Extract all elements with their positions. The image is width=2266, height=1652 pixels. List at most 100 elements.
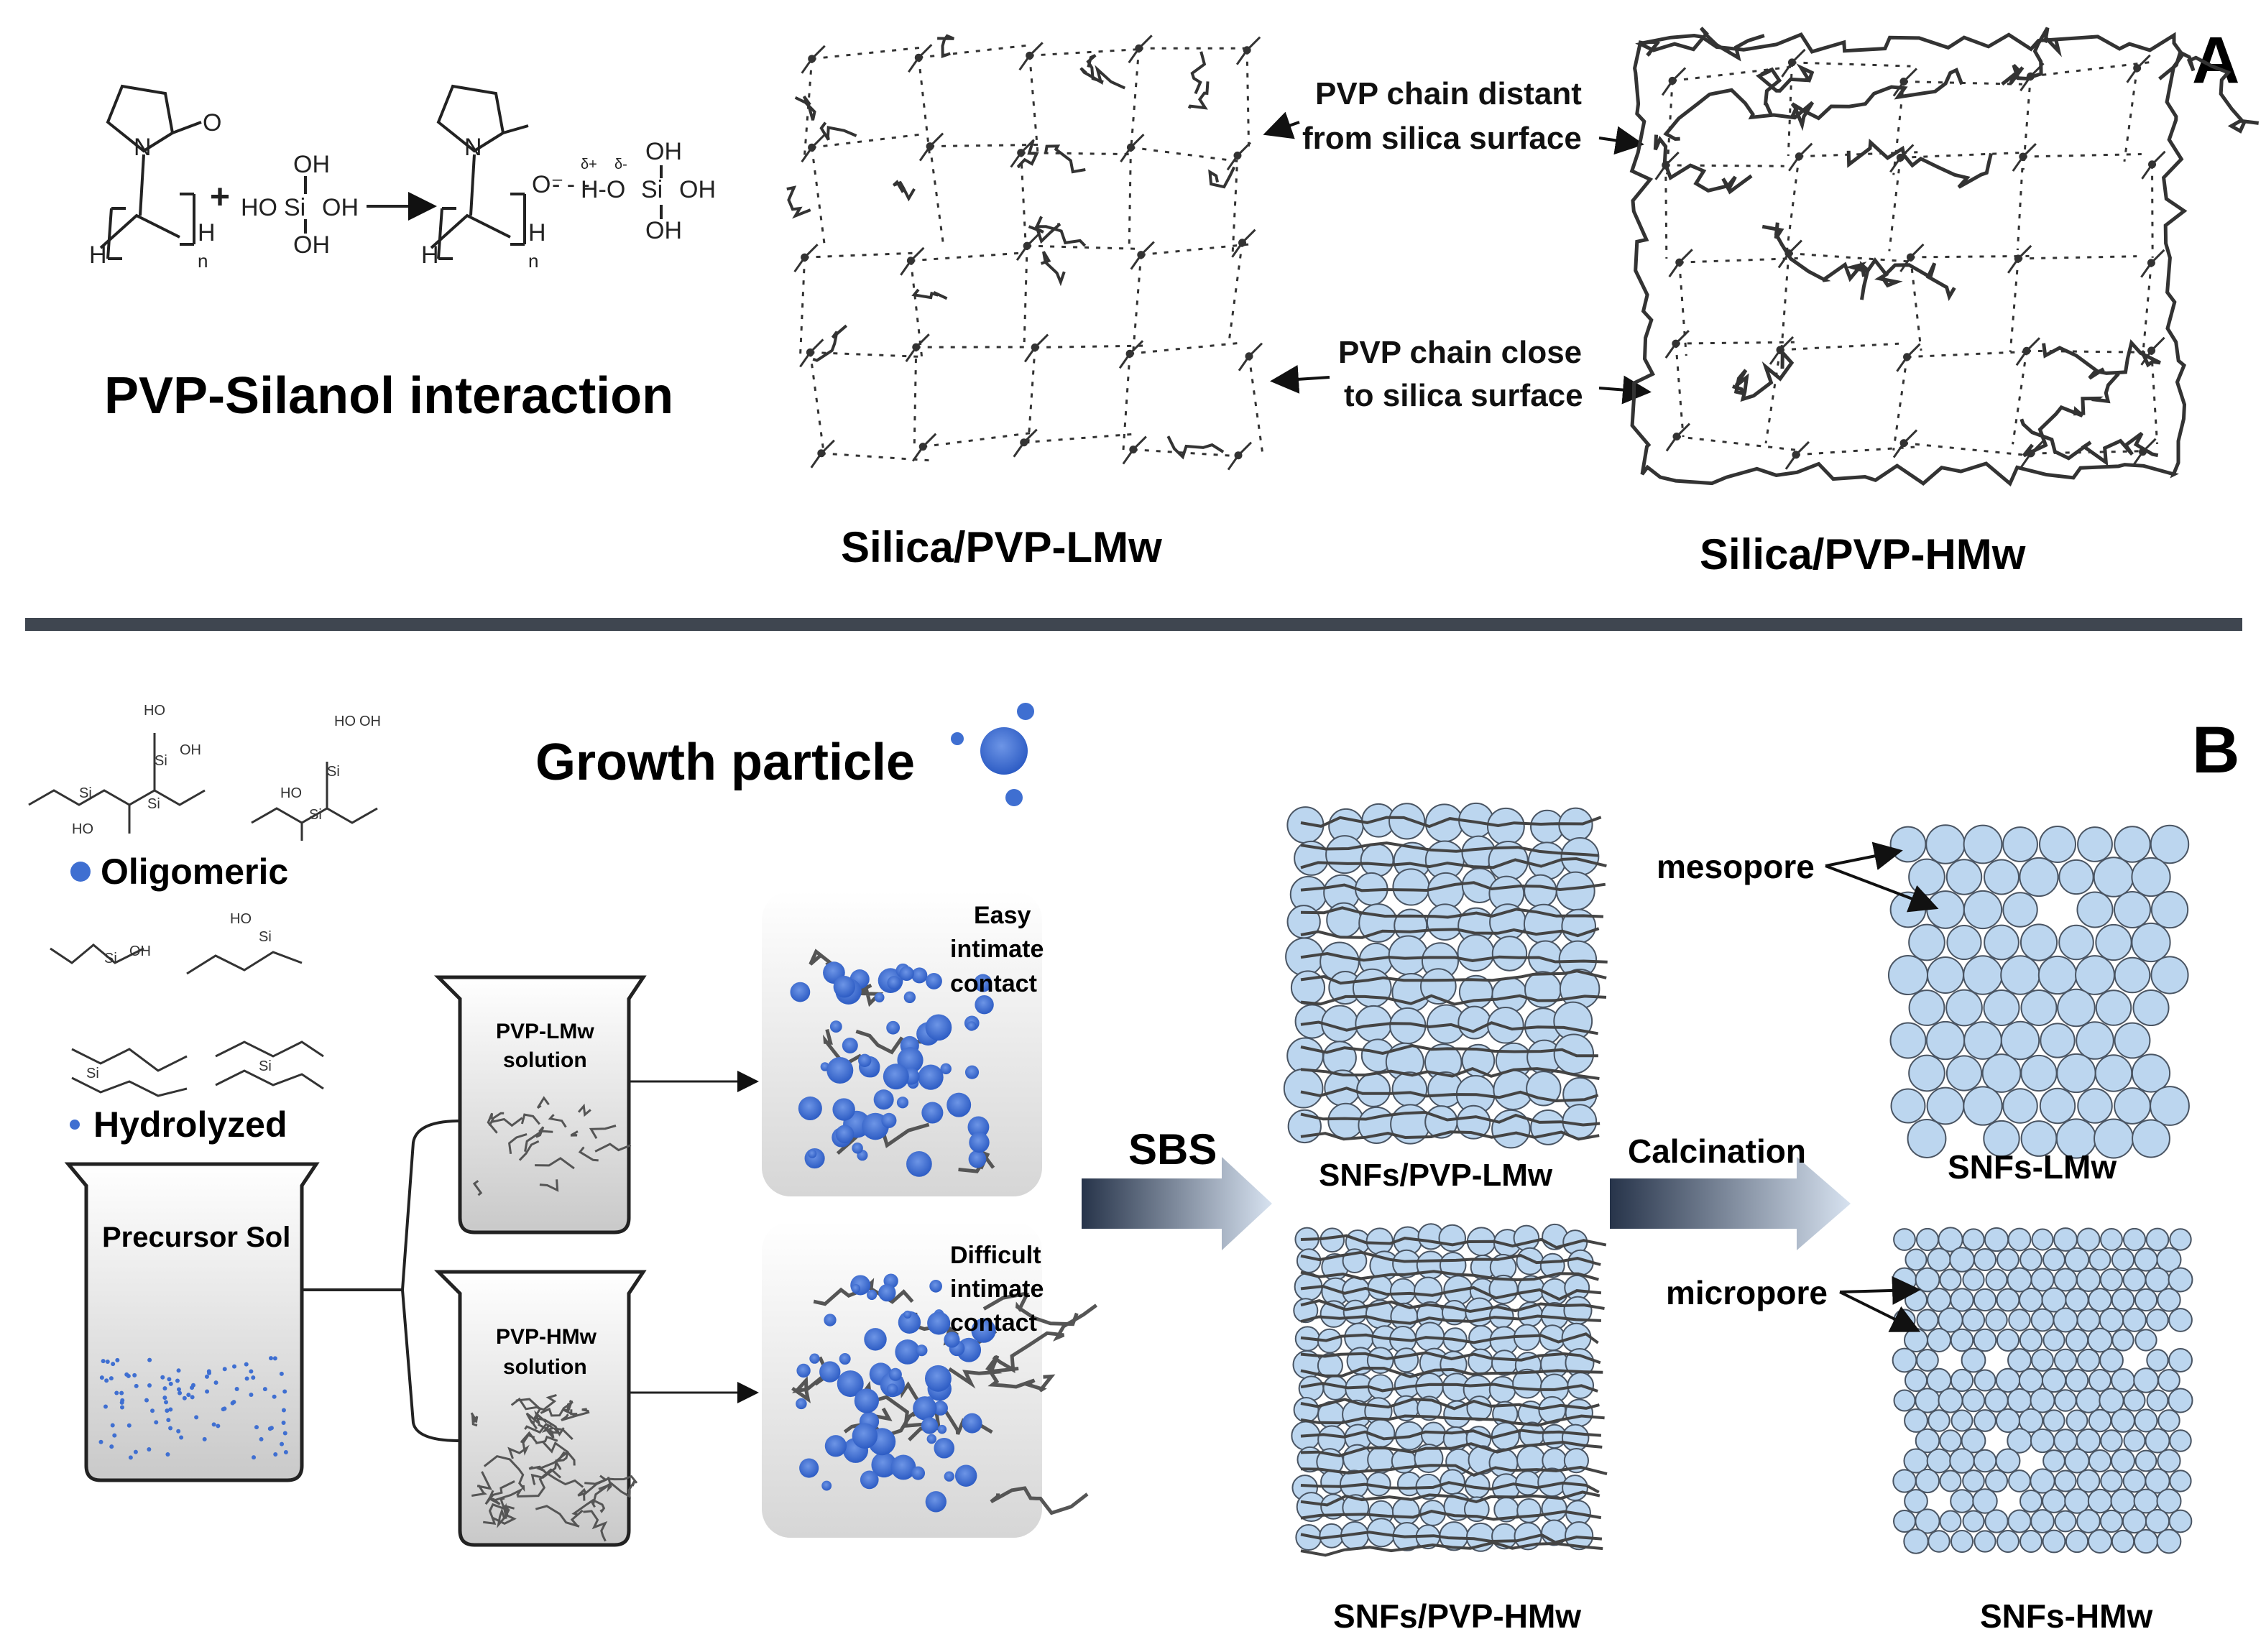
growth-particle bbox=[858, 1054, 871, 1067]
growth-particle bbox=[886, 1021, 900, 1035]
precursor-particle bbox=[115, 1358, 119, 1362]
label-si-5: Si bbox=[309, 807, 322, 823]
hydroxyl-bond bbox=[1141, 242, 1154, 255]
silica-nanofiber bbox=[1297, 1249, 1321, 1273]
calcined-silica-particle bbox=[1984, 926, 2019, 960]
pvp-chain bbox=[796, 96, 815, 120]
hydroxyl-bond bbox=[1130, 341, 1143, 354]
siloxane-bond bbox=[1666, 165, 1667, 259]
calcined-silica-particle bbox=[2132, 1120, 2170, 1158]
precursor-particle bbox=[104, 1378, 109, 1383]
snfs-hmw-label: SNFs-HMw bbox=[1980, 1597, 2152, 1635]
calcined-silica-particle bbox=[1974, 1249, 1996, 1270]
growth-particle bbox=[975, 995, 993, 1014]
hmw-solution-line2: solution bbox=[503, 1355, 587, 1379]
growth-particle bbox=[969, 1150, 987, 1168]
precursor-particle bbox=[165, 1452, 170, 1457]
precursor-particle bbox=[154, 1420, 158, 1424]
complex-oh-bottom: OH bbox=[645, 217, 682, 244]
h-o-group: H-O bbox=[581, 176, 625, 203]
siloxane-bond bbox=[1782, 254, 1789, 347]
calcined-silica-particle bbox=[2077, 892, 2112, 927]
siloxane-bond bbox=[918, 57, 929, 154]
hydroxyl-bond bbox=[923, 434, 936, 447]
snfs-pvp-lmw-mat bbox=[1284, 803, 1608, 1148]
precursor-particle bbox=[231, 1400, 236, 1404]
calcined-silica-particle bbox=[2124, 1269, 2146, 1291]
calcined-silica-particle bbox=[2134, 1368, 2158, 1393]
calcined-silica-particle bbox=[2101, 1470, 2122, 1491]
growth-particle bbox=[918, 1065, 943, 1090]
growth-particle bbox=[897, 1097, 908, 1108]
precursor-particle bbox=[282, 1390, 287, 1394]
label-si-4: Si bbox=[327, 764, 340, 780]
precursor-particle bbox=[162, 1395, 167, 1400]
calcined-silica-particle bbox=[1891, 1023, 1926, 1058]
precursor-particle bbox=[134, 1450, 138, 1454]
precursor-particle bbox=[166, 1418, 170, 1422]
growth-particle bbox=[921, 1102, 943, 1123]
calcined-silica-particle bbox=[2067, 1411, 2088, 1431]
siloxane-bond bbox=[1789, 254, 1907, 262]
calcined-silica-particle bbox=[1940, 1471, 1961, 1492]
growth-particle bbox=[867, 1290, 877, 1300]
silica-nanofiber bbox=[1389, 803, 1424, 839]
precursor-particle bbox=[165, 1408, 169, 1413]
growth-particle bbox=[965, 1066, 979, 1079]
calcined-silica-particle bbox=[1950, 1247, 1974, 1272]
calcined-silica-particle bbox=[2088, 1329, 2112, 1352]
calcined-silica-particle bbox=[2077, 1268, 2100, 1291]
calcined-silica-particle bbox=[2114, 892, 2150, 928]
calcined-silica-particle bbox=[2168, 1388, 2192, 1412]
calcined-silica-particle bbox=[2043, 1450, 2065, 1472]
precursor-particle bbox=[132, 1373, 137, 1378]
silica-nanofiber bbox=[1514, 1226, 1539, 1251]
silica-nanofiber bbox=[1323, 1041, 1356, 1074]
calcined-silica-particle bbox=[2090, 1250, 2111, 1270]
calcined-silica-particle bbox=[2096, 990, 2132, 1025]
hydroxyl-bond bbox=[1656, 165, 1666, 180]
growth-particle bbox=[926, 1014, 952, 1040]
delta-plus: δ+ bbox=[581, 157, 597, 172]
growth-particle bbox=[889, 1368, 902, 1381]
growth-particle bbox=[874, 1089, 894, 1109]
calcined-silica-particle bbox=[1974, 1450, 1996, 1472]
calcined-silica-particle bbox=[1928, 1088, 1964, 1125]
precursor-beaker bbox=[68, 1164, 316, 1480]
calcined-silica-particle bbox=[2169, 1309, 2192, 1332]
precursor-particle bbox=[216, 1423, 220, 1428]
oligomeric-marker bbox=[70, 862, 91, 882]
precursor-particle bbox=[190, 1385, 194, 1390]
hydroxyl-bond bbox=[1130, 134, 1143, 147]
calcined-silica-particle bbox=[1985, 1510, 2007, 1532]
silica-nanofiber bbox=[1284, 1069, 1323, 1108]
silica-nanofiber bbox=[1393, 1072, 1427, 1107]
growth-particle bbox=[929, 1280, 942, 1293]
precursor-particle bbox=[147, 1358, 152, 1362]
precursor-particle bbox=[212, 1422, 216, 1426]
calcined-silica-particle bbox=[1997, 1531, 2019, 1552]
precursor-particle bbox=[147, 1383, 152, 1388]
calcined-silica-particle bbox=[1962, 1349, 1986, 1372]
calcined-silica-particle bbox=[1894, 1229, 1915, 1250]
calcined-silica-particle bbox=[2003, 827, 2037, 862]
calcined-silica-particle bbox=[2147, 1349, 2168, 1370]
growth-particle bbox=[926, 1491, 947, 1512]
calcined-silica-particle bbox=[2169, 1349, 2192, 1372]
siloxane-bond bbox=[1024, 246, 1027, 343]
calcined-silica-particle bbox=[2039, 956, 2076, 994]
siloxane-bond bbox=[2142, 263, 2151, 356]
hydroxyl-bond bbox=[1123, 450, 1133, 464]
backbone-1 bbox=[101, 216, 180, 248]
calcined-silica-particle bbox=[1947, 1056, 1981, 1090]
h-left-2: H bbox=[421, 241, 439, 269]
hydroxyl-bond bbox=[1789, 241, 1802, 254]
silica-nanofiber bbox=[1468, 1349, 1493, 1374]
calcined-silica-particle bbox=[2135, 1289, 2157, 1311]
label-oh-3: OH bbox=[129, 943, 151, 959]
calcined-silica-particle bbox=[2066, 1329, 2088, 1351]
siloxane-bond bbox=[1028, 348, 1035, 445]
n-atom-1: N bbox=[134, 134, 152, 161]
plus-sign: + bbox=[210, 178, 230, 216]
calcined-silica-particle bbox=[1889, 956, 1928, 995]
